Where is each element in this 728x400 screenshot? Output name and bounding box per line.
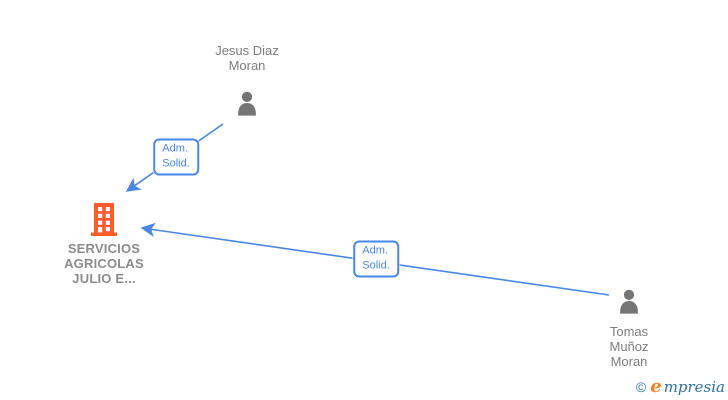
company-node-servicios-agricolas[interactable]: SERVICIOS AGRICOLAS JULIO E... xyxy=(44,201,164,286)
copyright-icon: © xyxy=(635,379,647,395)
person-name: Jesus Diaz Moran xyxy=(215,43,279,73)
person-icon xyxy=(569,287,689,317)
person-node-jesus-diaz-moran[interactable]: Jesus Diaz Moran xyxy=(187,43,307,119)
relation-label-adm-solid-2[interactable]: Adm. Solid. xyxy=(353,240,399,278)
relation-label-adm-solid-1[interactable]: Adm. Solid. xyxy=(153,138,199,176)
person-icon xyxy=(187,89,307,119)
company-name: SERVICIOS AGRICOLAS JULIO E... xyxy=(64,241,144,286)
person-node-tomas-munoz-moran[interactable]: Tomas Muñoz Moran xyxy=(569,287,689,369)
building-icon xyxy=(44,201,164,237)
empresia-logo[interactable]: © e mpresia xyxy=(636,376,725,397)
brand-initial: e xyxy=(650,376,662,397)
brand-name: mpresia xyxy=(663,378,725,396)
person-name: Tomas Muñoz Moran xyxy=(609,324,649,369)
